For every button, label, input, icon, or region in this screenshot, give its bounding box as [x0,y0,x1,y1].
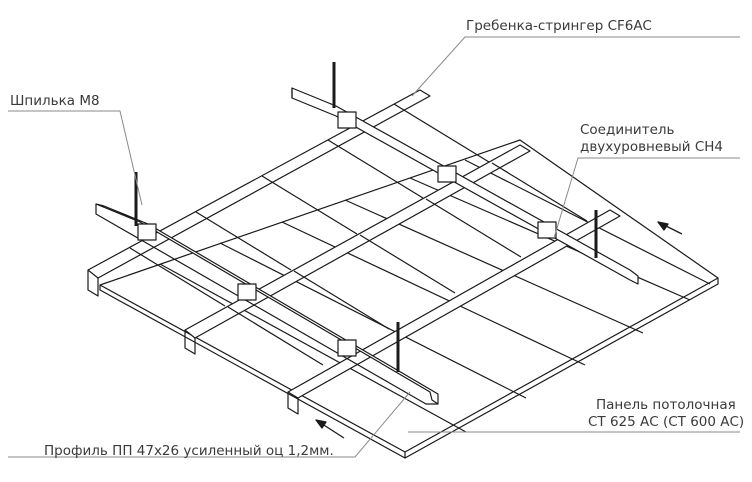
panel-label-line2: СТ 625 АС (СТ 600 АС) [588,414,745,430]
panel-label-line1: Панель потолочная [596,397,736,413]
stringer-combs [87,89,621,415]
connector-label-line1: Соединитель [580,122,675,138]
leader-lines [8,36,740,458]
connectors [137,111,557,357]
profile-label: Профиль ПП 47х26 усиленный оц 1,2мм. [44,443,334,459]
direction-arrows [315,221,683,439]
ceiling-panel [99,139,719,459]
cross-bars [129,103,588,366]
stringer-label: Гребенка-стрингер CF6AC [466,18,652,34]
hanger-label: Шпилька М8 [10,93,100,109]
connector-label-line2: двухуровневый CH4 [580,139,724,155]
